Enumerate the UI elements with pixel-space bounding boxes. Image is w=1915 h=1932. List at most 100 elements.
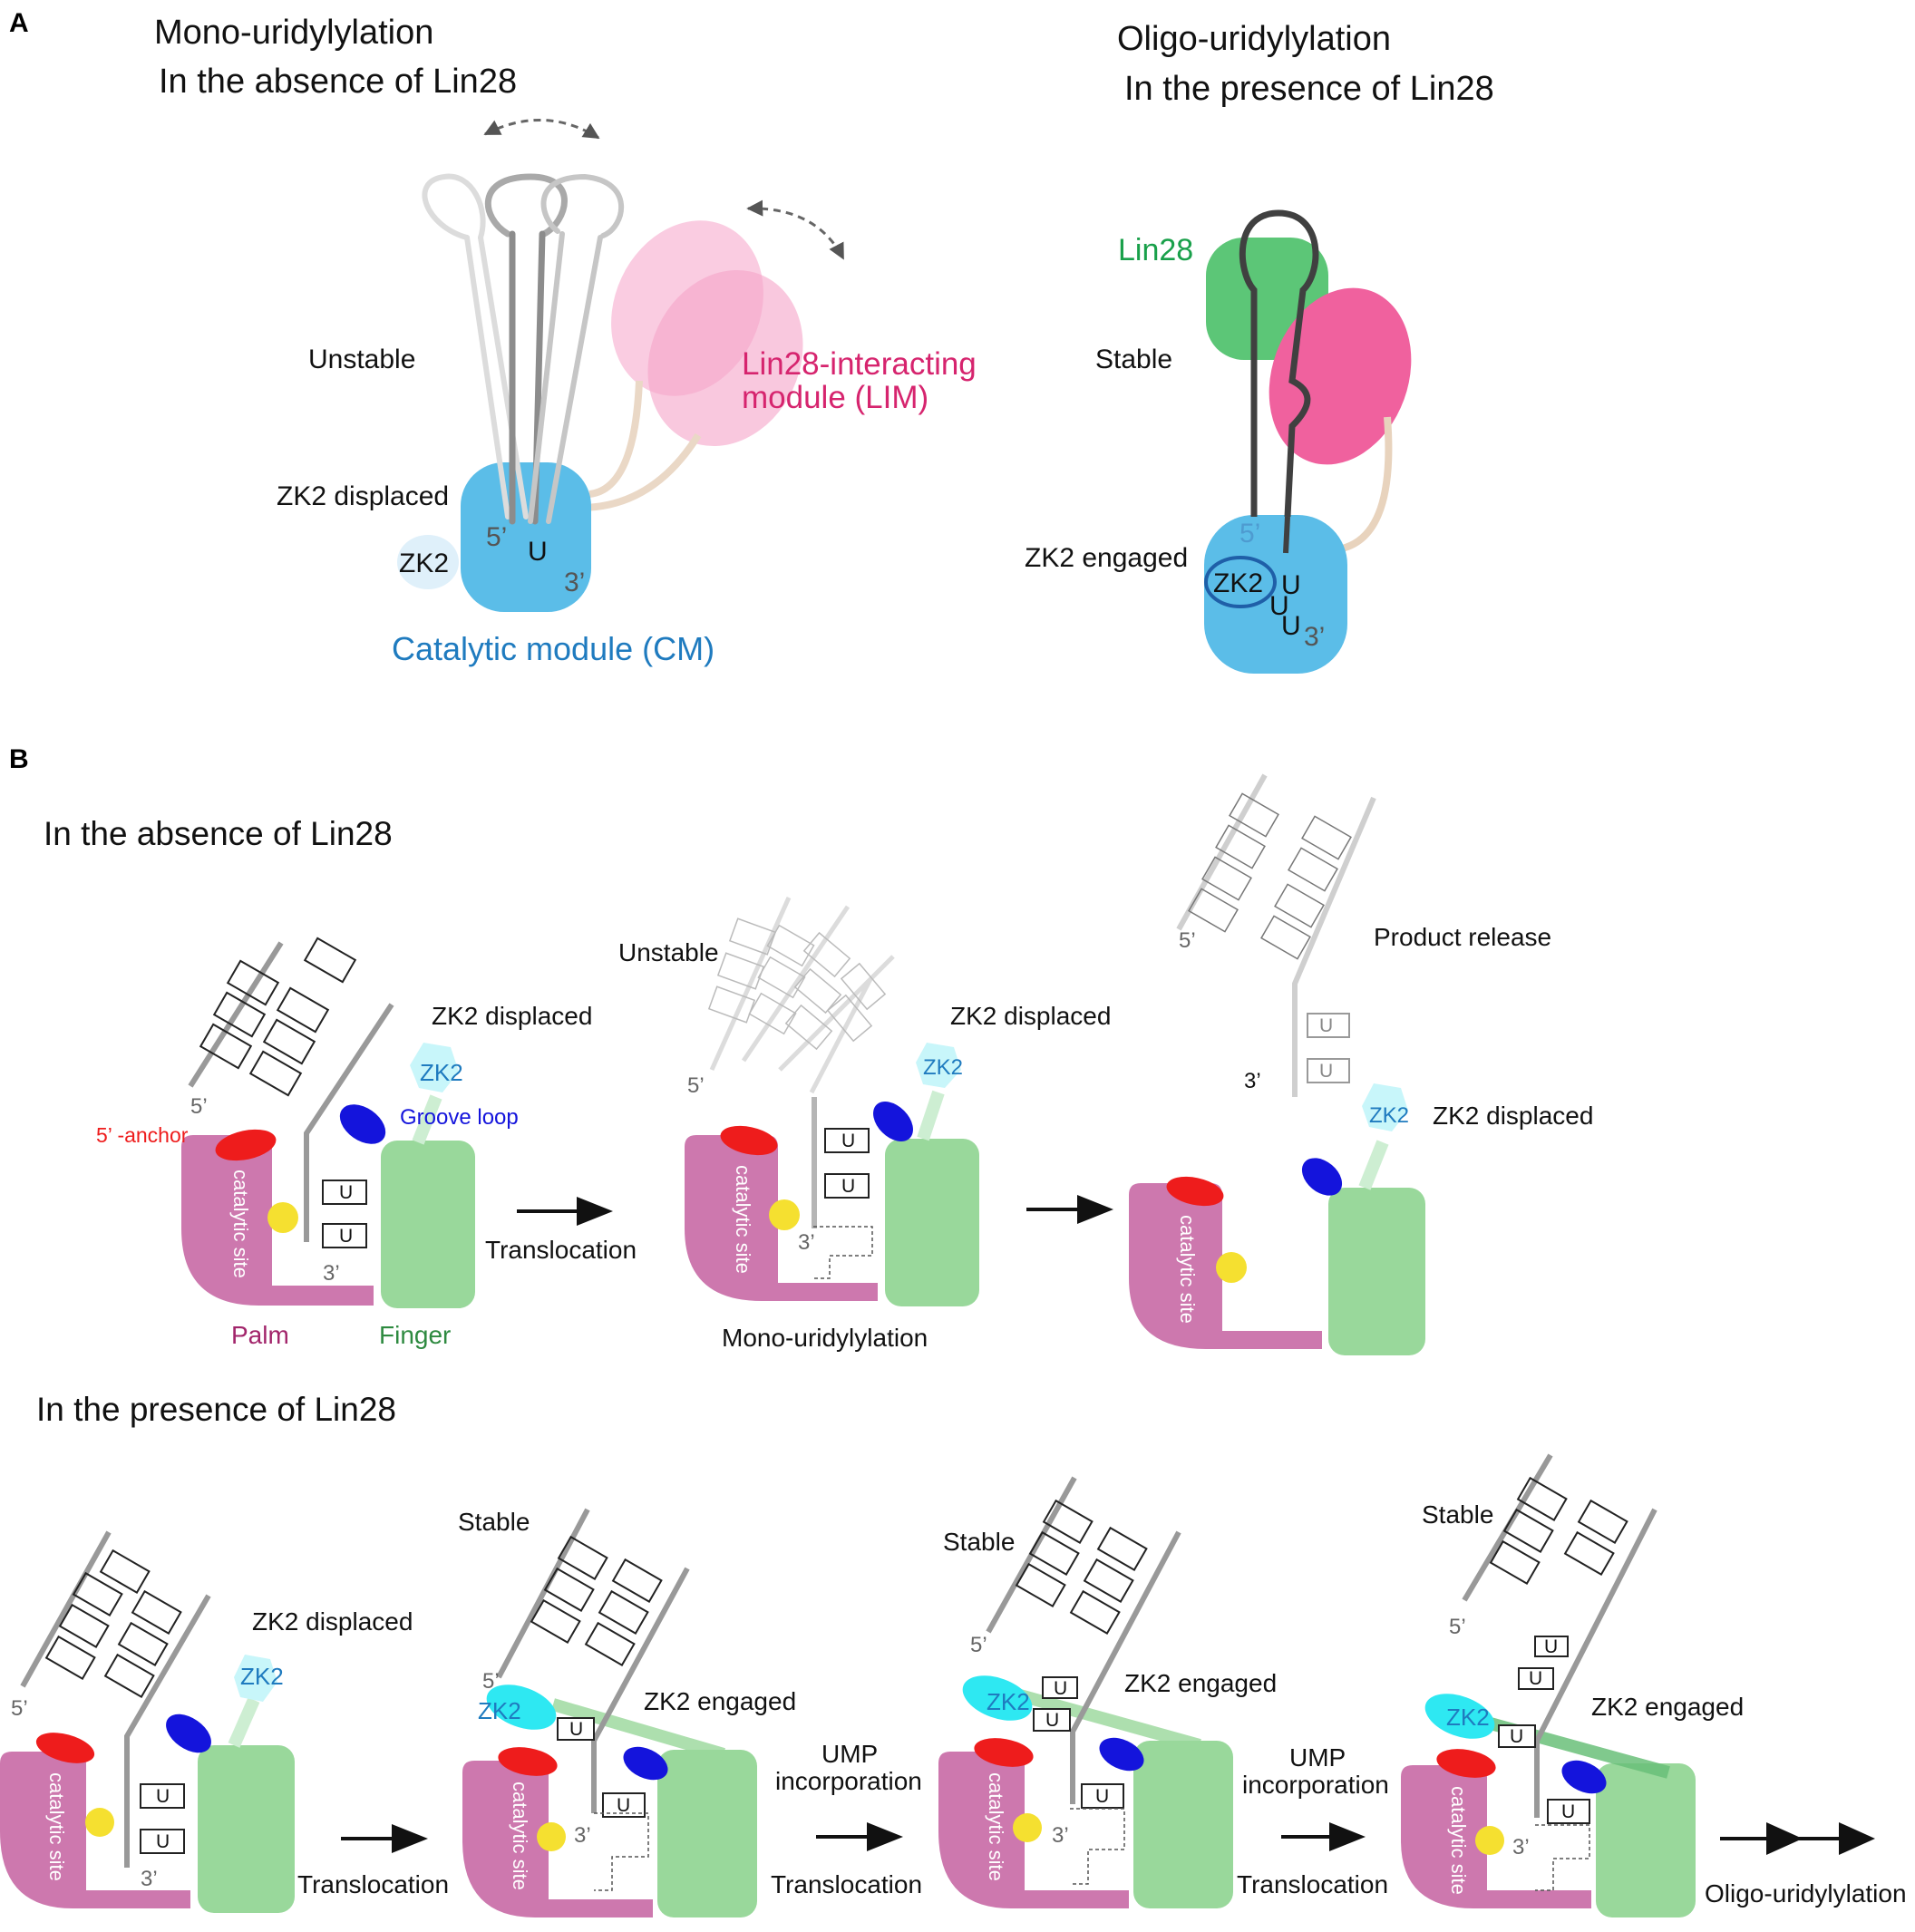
zk2-label-c4: ZK2 <box>1446 1704 1490 1731</box>
groove-loop-label: Groove loop <box>400 1105 519 1130</box>
three-prime-b1: 3’ <box>323 1261 340 1286</box>
arrowhead-c1 <box>392 1824 428 1853</box>
panel-a-left-title-2: In the absence of Lin28 <box>159 63 517 101</box>
finger-domain <box>381 1141 475 1308</box>
panel-a-label: A <box>9 8 29 38</box>
unstable-duplexes-b <box>709 896 895 1094</box>
palm-label: Palm <box>231 1321 289 1349</box>
zk2-label-c2: ZK2 <box>478 1697 521 1724</box>
u-c4-3: U <box>1510 1726 1523 1747</box>
three-prime-b3: 3’ <box>1244 1069 1261 1093</box>
u-a-right-2: U <box>1269 591 1289 621</box>
presence-title: In the presence of Lin28 <box>36 1391 396 1428</box>
unstable-label-b: Unstable <box>618 938 719 966</box>
zk2-label-c1: ZK2 <box>240 1663 284 1690</box>
zk2-displaced-b2: ZK2 displaced <box>950 1002 1111 1030</box>
zk2-engaged-c3: ZK2 engaged <box>1124 1669 1277 1697</box>
lim-module <box>611 220 803 447</box>
zk2-tether <box>412 1094 442 1145</box>
arrowhead-b2 <box>1077 1195 1113 1224</box>
panel-a-right-title-2: In the presence of Lin28 <box>1124 70 1494 108</box>
stable-rna-hairpin <box>1239 209 1319 554</box>
lin28-label: Lin28 <box>1118 233 1193 267</box>
catalytic-module <box>461 462 591 612</box>
zk2-engaged-c4: ZK2 engaged <box>1591 1693 1744 1721</box>
u-b3-2: U <box>1319 1061 1333 1082</box>
mono-label: Mono-uridylylation <box>722 1324 928 1352</box>
three-prime-b2: 3’ <box>798 1230 815 1255</box>
u-c3-3: U <box>1095 1786 1109 1807</box>
unstable-rna-hairpins <box>422 173 624 525</box>
catalytic-module-right <box>1204 515 1347 674</box>
five-prime-b1: 5’ <box>190 1094 208 1119</box>
five-prime-anchor <box>215 1129 277 1161</box>
u-c4-1: U <box>1544 1636 1558 1657</box>
u-nucleotides: U U <box>322 1180 367 1248</box>
arrowhead-oligo-1 <box>1766 1822 1803 1855</box>
zk2-displaced-label-a: ZK2 displaced <box>277 481 449 511</box>
swing-arrow-lim <box>746 199 845 260</box>
five-prime-c3: 5’ <box>970 1633 987 1657</box>
zk2-label-c3: ZK2 <box>987 1688 1030 1715</box>
groove-loop <box>339 1104 386 1144</box>
u-b2-2: U <box>841 1176 855 1197</box>
zk2-label-a-right: ZK2 <box>1213 568 1263 598</box>
five-prime-c1: 5’ <box>11 1696 28 1721</box>
three-prime-c3: 3’ <box>1052 1823 1069 1848</box>
zk2-blob-displaced <box>397 535 459 589</box>
catalytic-site-label-4: catalytic site <box>45 1772 68 1881</box>
zk2-label-a: ZK2 <box>399 549 449 578</box>
three-prime-c1: 3’ <box>141 1867 158 1891</box>
u-c1-1: U <box>156 1786 170 1807</box>
stable-c4: Stable <box>1422 1500 1493 1529</box>
rna-duplex <box>188 941 394 1242</box>
stable-label-a: Stable <box>1095 345 1172 374</box>
swing-arrow-rna <box>483 119 600 140</box>
linker-2 <box>579 432 702 511</box>
stable-c2: Stable <box>458 1508 530 1536</box>
zk2-displaced-b3: ZK2 displaced <box>1433 1102 1593 1130</box>
catalytic-site-label-2: catalytic site <box>732 1165 754 1274</box>
ump-c2-2: incorporation <box>775 1767 922 1795</box>
arrowhead-c2 <box>867 1822 903 1851</box>
translocation-b1: Translocation <box>485 1236 637 1264</box>
cm-label: Catalytic module (CM) <box>392 630 714 667</box>
anchor-label: 5’ -anchor <box>96 1123 189 1147</box>
ump-c3-1: UMP <box>1289 1743 1346 1772</box>
u-b2-1: U <box>841 1131 855 1151</box>
five-prime-c4: 5’ <box>1449 1615 1466 1639</box>
five-prime-a-right: 5’ <box>1239 519 1260 549</box>
five-prime-b2: 5’ <box>687 1073 705 1098</box>
catalytic-site-label-3: catalytic site <box>1176 1215 1199 1324</box>
oligo-label: Oligo-uridylylation <box>1705 1879 1907 1908</box>
panel-a-right-title-1: Oligo-uridylylation <box>1117 20 1391 58</box>
arrowhead-oligo-2 <box>1839 1822 1875 1855</box>
zk2-label-b1: ZK2 <box>420 1059 463 1086</box>
u-c4-2: U <box>1529 1668 1542 1689</box>
u-c3-1: U <box>1054 1678 1067 1699</box>
presence-scene-3: U U U catalytic site <box>938 1476 1233 1908</box>
lim-label-2: module (LIM) <box>742 380 928 415</box>
arrowhead-b1 <box>577 1197 613 1226</box>
linker-1 <box>588 380 643 498</box>
zk2-label-b3: ZK2 <box>1369 1103 1409 1128</box>
ump-c3-2: incorporation <box>1242 1771 1389 1799</box>
five-prime-c2: 5’ <box>482 1669 500 1694</box>
catalytic-site-label-6: catalytic site <box>985 1772 1007 1881</box>
presence-scene-1: U U catalytic site <box>0 1530 295 1913</box>
u-c2-1: U <box>569 1719 583 1740</box>
palm-domain <box>181 1135 374 1306</box>
three-prime-c4: 3’ <box>1512 1835 1530 1859</box>
u-c1-2: U <box>156 1831 170 1852</box>
catalytic-site-label-1: catalytic site <box>229 1170 252 1278</box>
translocation-c1: Translocation <box>297 1870 449 1898</box>
u-b3-1: U <box>1319 1015 1333 1036</box>
panel-a-left-title-1: Mono-uridylylation <box>154 14 433 52</box>
absence-scene-2: U U catalytic site <box>685 896 979 1306</box>
presence-scene-4: U U U U catalytic site <box>1401 1453 1696 1917</box>
metal-ion <box>267 1202 298 1233</box>
zk2-displaced-c1: ZK2 displaced <box>252 1607 413 1636</box>
presence-scene-2: U U catalytic site <box>462 1508 757 1917</box>
five-prime-a-left: 5’ <box>486 522 507 552</box>
